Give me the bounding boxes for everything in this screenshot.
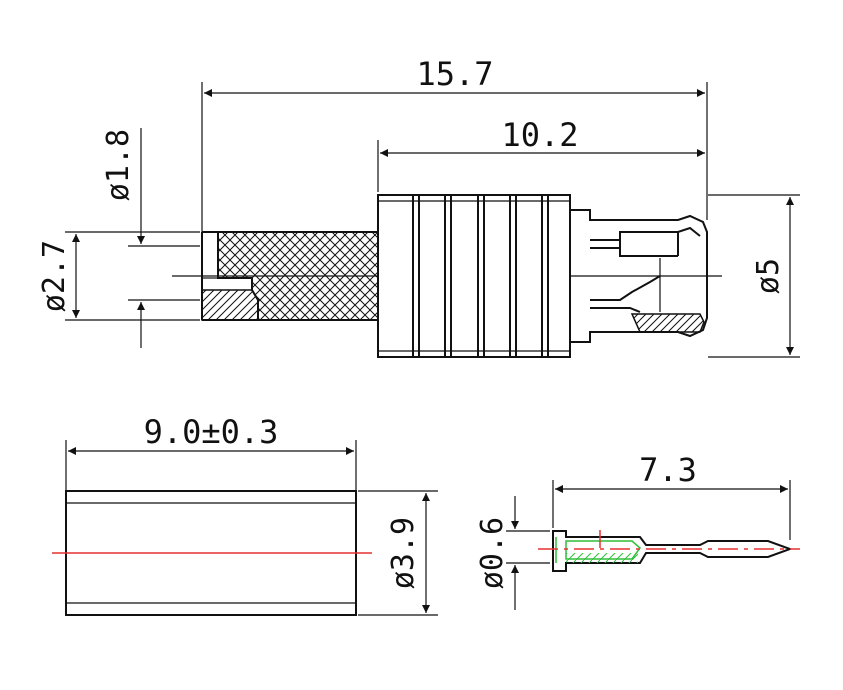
ferrule-length-label: 9.0±0.3 (144, 413, 279, 451)
body-length-label: 10.2 (501, 116, 578, 154)
body-grooves (378, 194, 570, 358)
cable-sleeve-outline (201, 231, 378, 321)
connector-body (377, 194, 571, 358)
cable-knurl-upper (218, 232, 378, 278)
connector-assembly-view: 15.7 10.2 (37, 55, 800, 358)
contact-pin-outline (552, 530, 793, 572)
contact-pin-view: 7.3 ø0.6 (475, 451, 800, 610)
contact-pin-bore (555, 537, 642, 563)
contact-pin-hatch (566, 553, 638, 563)
contact-length-label: 7.3 (639, 451, 697, 489)
pin-diameter-label: ø1.8 (101, 129, 136, 201)
contact-diameter-label: ø0.6 (475, 517, 510, 589)
body-diameter-label: ø5 (751, 258, 786, 294)
cable-sleeve-hatch (201, 289, 259, 321)
front-socket (570, 209, 708, 343)
ferrule-diameter-label: ø3.9 (386, 517, 421, 589)
overall-length-label: 15.7 (416, 55, 493, 93)
cable-diameter-label: ø2.7 (37, 240, 72, 312)
cable-knurl-lower (252, 278, 378, 320)
ferrule-view: 9.0±0.3 ø3.9 (52, 413, 438, 616)
